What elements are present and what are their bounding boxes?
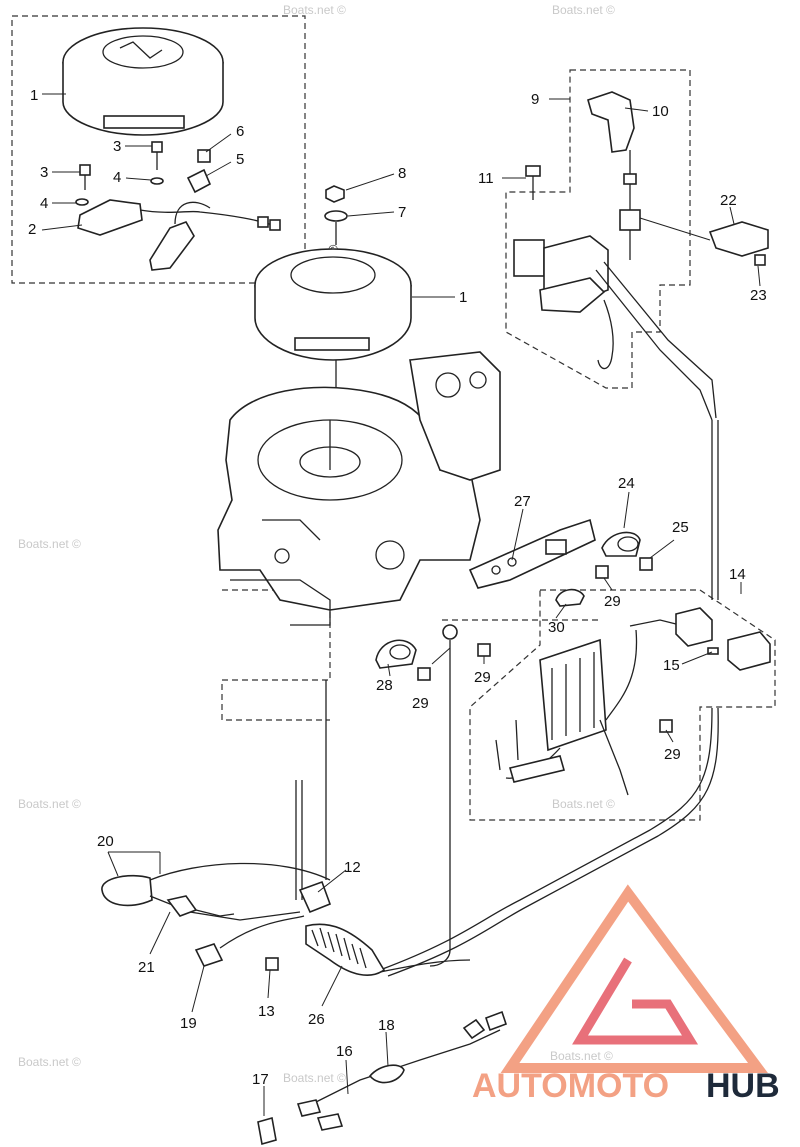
- callout-2: 2: [28, 221, 36, 238]
- flywheel-center: [254, 248, 412, 420]
- callout-1: 1: [30, 87, 38, 104]
- callout-18: 18: [378, 1017, 395, 1034]
- automotohub-logo: AUTOMOTO HUB: [472, 884, 780, 1105]
- callout-13: 13: [258, 1003, 275, 1020]
- rectifier: [495, 607, 771, 796]
- callout-4: 4: [113, 169, 121, 186]
- callout-29: 29: [474, 669, 491, 686]
- callout-25: 25: [672, 519, 689, 536]
- watermark: Boats.net ©: [550, 1049, 613, 1063]
- callout-9: 9: [531, 91, 539, 108]
- callout-23: 23: [750, 287, 767, 304]
- logo-inner-mark-icon: [572, 957, 699, 1045]
- logo-text-hub: HUB: [706, 1067, 780, 1105]
- callout-21: 21: [138, 959, 155, 976]
- callout-20: 20: [97, 833, 114, 850]
- callout-3: 3: [40, 164, 48, 181]
- callout-15: 15: [663, 657, 680, 674]
- callout-11: 11: [478, 170, 494, 187]
- callout-12: 12: [344, 859, 361, 876]
- stator-coil: [77, 199, 281, 271]
- ignition-coil: [513, 91, 769, 421]
- callout-10: 10: [652, 103, 669, 120]
- harness-lines: [295, 420, 719, 977]
- callout-7: 7: [398, 204, 406, 221]
- engine-block: [217, 351, 501, 626]
- watermark: Boats.net ©: [283, 3, 346, 17]
- watermark: Boats.net ©: [18, 797, 81, 811]
- rectifier-box: [469, 589, 776, 821]
- callout-22: 22: [720, 192, 737, 209]
- callout-4: 4: [40, 195, 48, 212]
- callout-26: 26: [308, 1011, 325, 1028]
- logo-text-automoto: AUTOMOTO: [472, 1067, 669, 1105]
- callout-16: 16: [336, 1043, 353, 1060]
- callout-17: 17: [252, 1071, 269, 1088]
- bracket-assembly: [375, 518, 653, 681]
- callout-24: 24: [618, 475, 635, 492]
- engine-outline-box: [221, 589, 331, 721]
- callout-6: 6: [236, 123, 244, 140]
- watermark: Boats.net ©: [552, 3, 615, 17]
- nut-washer: [324, 185, 348, 245]
- logo-triangle-icon: [500, 884, 768, 1073]
- callout-8: 8: [398, 165, 406, 182]
- watermark: Boats.net ©: [18, 537, 81, 551]
- bottom-cable: [257, 1010, 508, 1146]
- screws-top-left: [75, 141, 212, 206]
- watermark: Boats.net ©: [283, 1071, 346, 1085]
- callout-labels: 1 2 3 4 3 4 6 5 8 7 1 9 10 11 22 23 24 2…: [28, 87, 767, 1088]
- callout-3: 3: [113, 138, 121, 155]
- callout-19: 19: [180, 1015, 197, 1032]
- callout-27: 27: [514, 493, 531, 510]
- watermark: Boats.net ©: [18, 1055, 81, 1069]
- lower-harness: [101, 862, 386, 976]
- callout-14: 14: [729, 566, 746, 583]
- watermark: Boats.net ©: [552, 797, 615, 811]
- callout-5: 5: [236, 151, 244, 168]
- callout-29: 29: [604, 593, 621, 610]
- callout-29: 29: [412, 695, 429, 712]
- callout-1: 1: [459, 289, 467, 306]
- callout-30: 30: [548, 619, 565, 636]
- flywheel-top: [62, 27, 224, 136]
- callout-28: 28: [376, 677, 393, 694]
- leader-lines: [41, 93, 761, 1116]
- callout-29: 29: [664, 746, 681, 763]
